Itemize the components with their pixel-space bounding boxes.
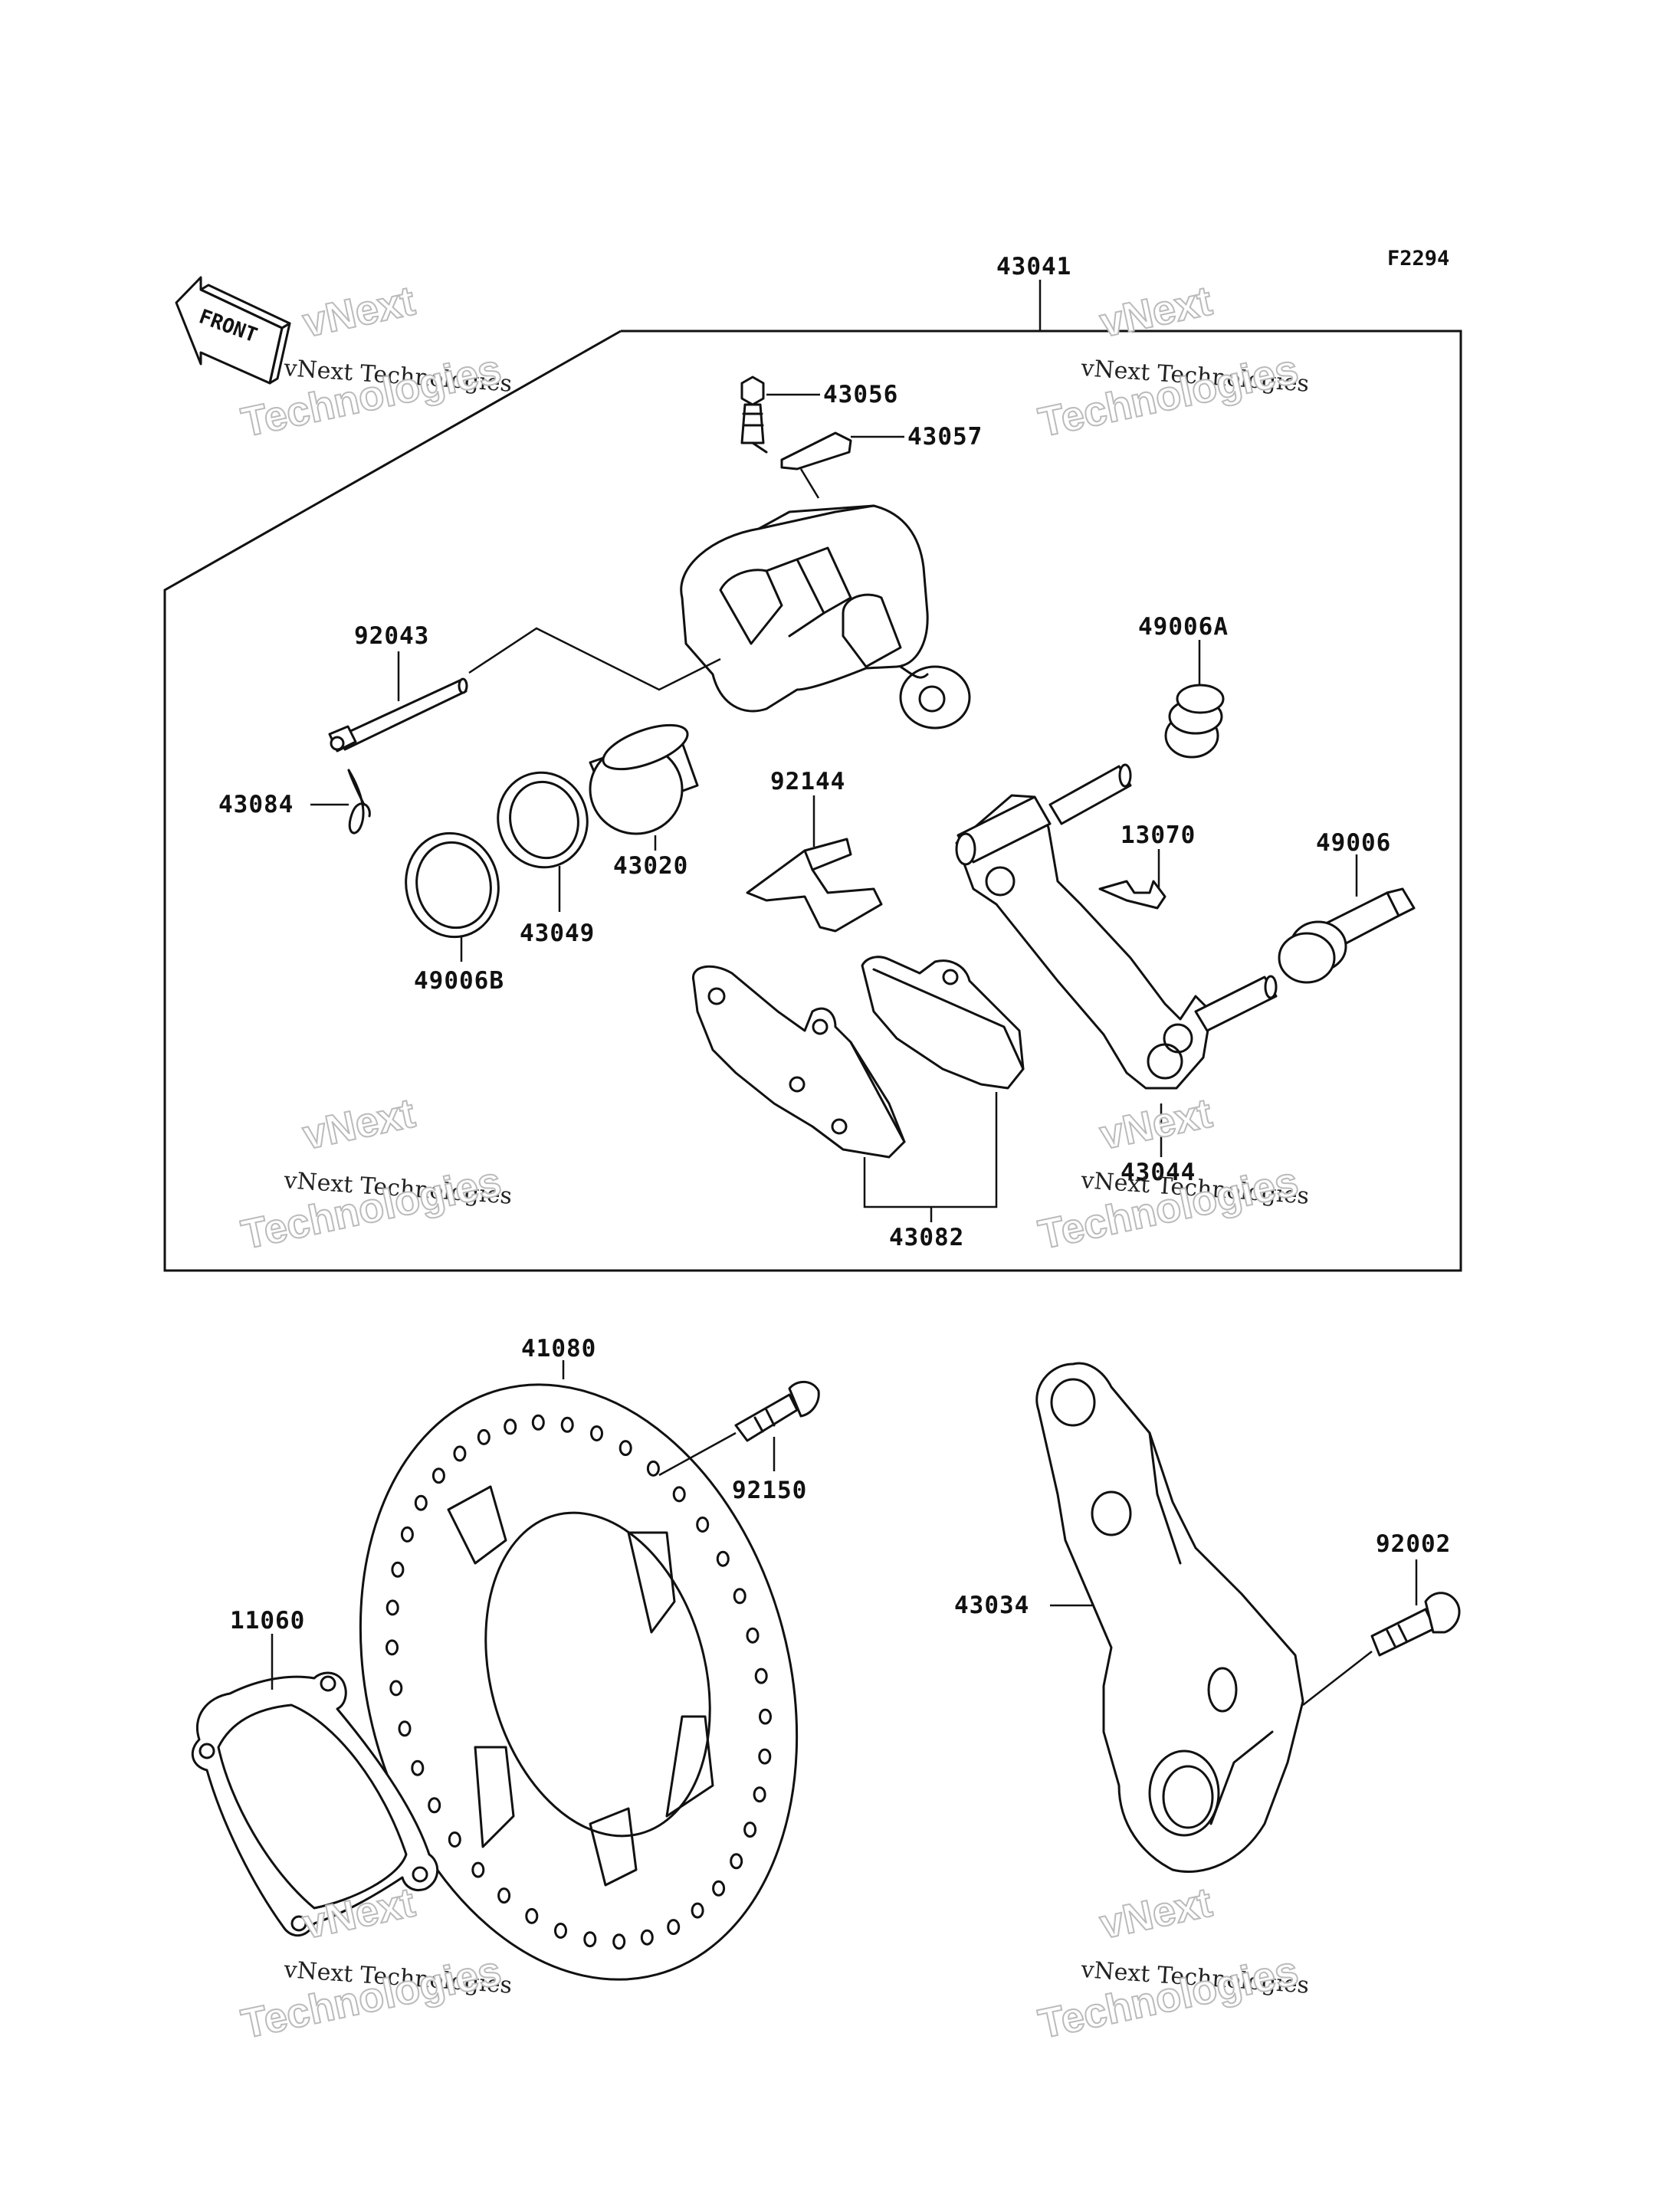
disc-hole bbox=[733, 1588, 746, 1605]
label-43084: 43084 bbox=[218, 791, 294, 818]
disc-hole bbox=[504, 1418, 517, 1435]
disc-hole bbox=[477, 1428, 491, 1445]
disc-hole bbox=[560, 1416, 574, 1433]
bracket-clip bbox=[1098, 880, 1166, 910]
disc-hole bbox=[471, 1861, 485, 1878]
label-49006A: 49006A bbox=[1138, 613, 1229, 641]
disc-hole bbox=[428, 1797, 441, 1814]
disc-hole bbox=[431, 1467, 445, 1484]
label-92002: 92002 bbox=[1376, 1530, 1451, 1558]
label-43057: 43057 bbox=[907, 423, 983, 451]
disc-hole bbox=[590, 1425, 603, 1441]
disc-hole bbox=[453, 1445, 467, 1462]
label-43049: 43049 bbox=[520, 920, 595, 947]
brake-pad-right bbox=[861, 956, 1025, 1090]
label-41080: 41080 bbox=[521, 1335, 596, 1362]
front-arrow-icon: FRONT bbox=[175, 276, 291, 385]
disc-hole bbox=[386, 1599, 399, 1616]
disc-hole bbox=[554, 1923, 567, 1939]
disc-hole bbox=[691, 1902, 704, 1919]
watermark-word: vNext bbox=[299, 1090, 418, 1158]
disc-hole bbox=[414, 1494, 428, 1511]
retaining-clip bbox=[347, 769, 371, 835]
caliper-assembly-box bbox=[163, 330, 1462, 1272]
label-43034: 43034 bbox=[954, 1592, 1029, 1619]
disc-gasket bbox=[191, 1671, 439, 1937]
disc-hole bbox=[400, 1526, 414, 1543]
disc-hole bbox=[391, 1561, 405, 1578]
disc-hole bbox=[583, 1931, 597, 1948]
label-43056: 43056 bbox=[823, 381, 898, 408]
disc-hole bbox=[712, 1880, 726, 1897]
disc-hole bbox=[753, 1786, 766, 1803]
label-49006B: 49006B bbox=[414, 967, 504, 995]
label-92144: 92144 bbox=[770, 768, 845, 795]
dust-seal bbox=[405, 831, 500, 939]
figure-code: F2294 bbox=[1387, 247, 1449, 271]
watermark-word: vNext bbox=[299, 1879, 418, 1947]
pin-boot bbox=[1278, 887, 1416, 984]
piston-seal bbox=[497, 771, 589, 869]
label-13070: 13070 bbox=[1121, 821, 1196, 849]
disc-hole bbox=[730, 1853, 743, 1870]
disc-hole bbox=[640, 1929, 654, 1946]
disc-hole bbox=[619, 1440, 632, 1457]
brake-disc bbox=[359, 1383, 799, 1981]
watermark-word: vNext bbox=[1096, 277, 1216, 346]
piston bbox=[589, 723, 699, 835]
disc-hole bbox=[746, 1627, 760, 1644]
torque-bracket bbox=[1035, 1362, 1304, 1873]
disc-hole bbox=[667, 1919, 681, 1936]
disc-hole bbox=[759, 1708, 772, 1725]
label-49006: 49006 bbox=[1316, 829, 1391, 857]
pin-boot-a bbox=[1164, 684, 1225, 759]
disc-hole bbox=[612, 1933, 626, 1950]
watermark-word: vNext bbox=[1096, 1879, 1216, 1947]
disc-hole bbox=[386, 1639, 399, 1656]
label-43082: 43082 bbox=[889, 1224, 964, 1251]
label-43041: 43041 bbox=[996, 253, 1071, 280]
caliper-body bbox=[680, 504, 971, 730]
watermark-word: vNext bbox=[299, 277, 418, 346]
disc-hole bbox=[531, 1414, 545, 1431]
disc-hole bbox=[448, 1831, 461, 1848]
disc-hole bbox=[672, 1486, 686, 1503]
disc-hole bbox=[411, 1759, 425, 1776]
disc-bolt bbox=[734, 1380, 820, 1442]
label-43044: 43044 bbox=[1121, 1159, 1196, 1186]
disc-hole bbox=[525, 1907, 539, 1924]
disc-hole bbox=[716, 1550, 730, 1567]
caliper-bracket bbox=[955, 763, 1278, 1090]
label-43020: 43020 bbox=[613, 852, 688, 880]
label-92043: 92043 bbox=[354, 622, 429, 650]
brake-pad-left bbox=[692, 965, 906, 1159]
bleeder-valve bbox=[740, 375, 768, 454]
label-92150: 92150 bbox=[732, 1477, 807, 1504]
disc-hole bbox=[743, 1822, 757, 1838]
disc-hole bbox=[398, 1720, 412, 1737]
disc-hole bbox=[758, 1748, 772, 1765]
watermark-word: vNext bbox=[1096, 1090, 1216, 1158]
disc-hole bbox=[696, 1517, 710, 1533]
disc-hole bbox=[646, 1460, 660, 1477]
label-11060: 11060 bbox=[230, 1607, 305, 1635]
pad-spring bbox=[746, 838, 883, 933]
disc-hole bbox=[754, 1667, 768, 1684]
bracket-bolt bbox=[1370, 1592, 1461, 1657]
caliper-pin bbox=[328, 677, 468, 753]
disc-hole bbox=[497, 1887, 511, 1904]
disc-hole bbox=[389, 1680, 403, 1697]
bleeder-cap bbox=[780, 431, 852, 471]
